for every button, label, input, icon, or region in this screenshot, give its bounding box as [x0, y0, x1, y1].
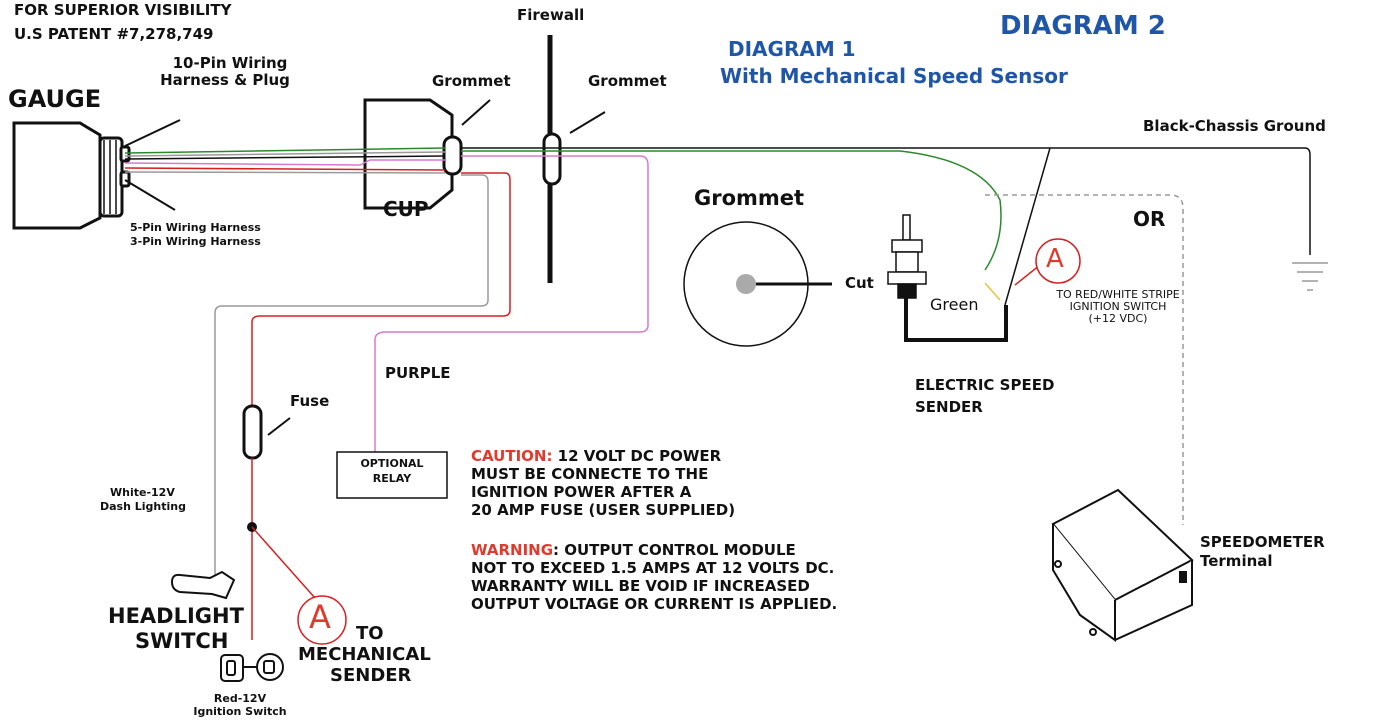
harness-3-label: 3-Pin Wiring Harness: [130, 235, 261, 248]
connector-a-top: A: [1046, 244, 1064, 274]
warning-line-1: WARNING: OUTPUT CONTROL MODULE: [471, 542, 796, 559]
caution-text-1: 12 VOLT DC POWER: [552, 447, 722, 465]
firewall-grommet: [542, 132, 562, 186]
grommet-firewall-label: Grommet: [588, 72, 667, 90]
electric-sender-drawing: [887, 214, 1041, 342]
firewall-label: Firewall: [517, 6, 585, 24]
harness-5-label: 5-Pin Wiring Harness: [130, 221, 261, 234]
optional-relay-label-2: RELAY: [372, 472, 412, 485]
caution-line-2: MUST BE CONNECTE TO THE: [471, 465, 709, 483]
optional-relay-label-1: OPTIONAL: [360, 457, 424, 470]
harness-10-label-2: Harness & Plug: [160, 71, 290, 89]
grommet-big-label: Grommet: [694, 186, 805, 210]
to-mechanical-label-1: TO: [356, 623, 384, 644]
caution-line-3: IGNITION POWER AFTER A: [471, 483, 692, 501]
fuse-label: Fuse: [290, 392, 330, 410]
patent-line-2: U.S PATENT #7,278,749: [14, 25, 214, 43]
big-grommet-drawing: [683, 221, 832, 347]
speedometer-label-2: Terminal: [1200, 552, 1273, 570]
cup-label: CUP: [383, 197, 429, 221]
to-mechanical-label-3: SENDER: [330, 665, 412, 686]
to-mechanical-label-2: MECHANICAL: [298, 644, 431, 665]
caution-line-1: CAUTION: 12 VOLT DC POWER: [471, 448, 721, 465]
caution-line-4: 20 AMP FUSE (USER SUPPLIED): [471, 501, 736, 519]
speedometer-box-drawing: [1051, 488, 1194, 642]
purple-label: PURPLE: [385, 364, 451, 382]
green-label: Green: [930, 295, 979, 314]
red-12v-label-1: Red-12V: [213, 692, 267, 705]
diagram-1-subtitle: With Mechanical Speed Sensor: [720, 64, 1068, 88]
junction-to-a-wire: [251, 526, 316, 599]
to-red-white-line-3: (+12 VDC): [1088, 312, 1148, 325]
pointer-lines: [124, 99, 606, 436]
electric-sender-label-2: SENDER: [915, 398, 983, 416]
speedometer-label-1: SPEEDOMETER: [1200, 533, 1325, 551]
gauge-label: GAUGE: [8, 85, 102, 113]
wires-cup-to-firewall: [214, 147, 1311, 580]
ground-symbol: [1292, 262, 1328, 291]
warning-line-2: NOT TO EXCEED 1.5 AMPS AT 12 VOLTS DC.: [471, 559, 835, 577]
optional-relay-box: [336, 451, 448, 499]
wires-gauge-to-cup: [124, 147, 446, 174]
white-12v-label-2: Dash Lighting: [100, 500, 186, 513]
connector-a-bottom-circle: [297, 595, 347, 645]
headlight-switch-drawing: [170, 570, 236, 600]
red-12v-label-2: Ignition Switch: [193, 705, 287, 718]
cut-label: Cut: [845, 274, 874, 292]
warning-label: WARNING: [471, 541, 554, 559]
to-red-white-line-1: TO RED/WHITE STRIPE: [1056, 288, 1180, 301]
headlight-switch-label-2: SWITCH: [135, 629, 229, 653]
warning-line-3: WARRANTY WILL BE VOID IF INCREASED: [471, 577, 810, 595]
caution-label: CAUTION:: [471, 447, 553, 465]
connector-a-bottom: A: [309, 598, 331, 636]
sender-black-wire: [1004, 147, 1051, 306]
gauge-drawing: [12, 121, 131, 230]
ignition-key-drawing: [220, 653, 284, 682]
harness-10-label-1: 10-Pin Wiring: [172, 54, 288, 72]
diagram-1-title: DIAGRAM 1: [728, 37, 856, 61]
diagram-2-title: DIAGRAM 2: [1000, 11, 1166, 41]
fuse-drawing: [242, 404, 263, 460]
cup-drawing: [363, 98, 463, 210]
headlight-switch-label-1: HEADLIGHT: [108, 604, 244, 628]
grommet-cup-label: Grommet: [432, 72, 511, 90]
electric-sender-label-1: ELECTRIC SPEED: [915, 376, 1055, 394]
to-red-white-line-2: IGNITION SWITCH: [1069, 300, 1167, 313]
white-12v-label-1: White-12V: [110, 486, 175, 499]
warning-line-4: OUTPUT VOLTAGE OR CURRENT IS APPLIED.: [471, 595, 838, 613]
black-ground-label: Black-Chassis Ground: [1143, 117, 1326, 135]
or-label: OR: [1133, 207, 1166, 231]
connector-a-top-circle: [1035, 238, 1081, 284]
speedometer-dashed-wire: [985, 194, 1184, 525]
patent-line-1: FOR SUPERIOR VISIBILITY: [14, 1, 232, 19]
warning-text-1: : OUTPUT CONTROL MODULE: [553, 541, 796, 559]
